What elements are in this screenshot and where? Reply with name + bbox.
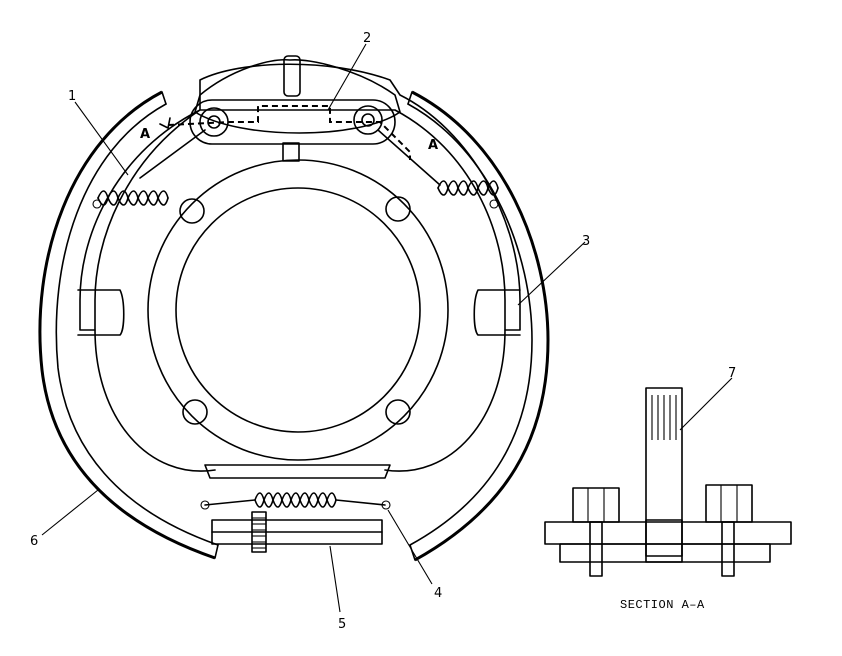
section-markers: A A — [140, 127, 438, 153]
anchor-pin-assembly — [159, 55, 411, 162]
adjuster-spring — [254, 492, 337, 501]
section-caption: SECTION A–A — [620, 598, 705, 612]
section-a-a-view — [544, 387, 792, 577]
callout-6: 6 — [30, 534, 38, 549]
section-nut-right — [705, 484, 753, 577]
leader-lines — [41, 43, 733, 613]
section-plate-lower — [559, 543, 771, 563]
upper-return-spring-left — [92, 129, 206, 209]
brake-shoe-left — [38, 90, 219, 560]
callout-5: 5 — [338, 617, 346, 632]
section-plate-upper — [544, 521, 792, 545]
callout-1: 1 — [68, 89, 76, 104]
bolt-hole-top-left — [179, 198, 205, 224]
brake-shoe-right — [407, 90, 550, 562]
callout-7: 7 — [728, 366, 736, 381]
upper-return-spring-right — [377, 129, 499, 209]
section-marker-right: A — [428, 138, 438, 153]
bolt-hole-bottom-right — [385, 399, 411, 425]
callout-3: 3 — [582, 234, 590, 249]
callout-labels: 1 2 3 4 5 6 7 — [30, 31, 736, 632]
hub — [147, 159, 449, 461]
bolt-hole-top-right — [385, 196, 411, 222]
brake-main-view — [38, 43, 733, 613]
callout-4: 4 — [434, 586, 442, 601]
bolt-hole-bottom-left — [182, 399, 208, 425]
anchor-pin — [645, 387, 683, 557]
section-marker-left: A — [140, 127, 150, 142]
callout-2: 2 — [363, 31, 371, 46]
section-nut-left — [572, 487, 620, 577]
adjuster-assembly — [200, 492, 391, 553]
backing-plate — [77, 63, 521, 479]
